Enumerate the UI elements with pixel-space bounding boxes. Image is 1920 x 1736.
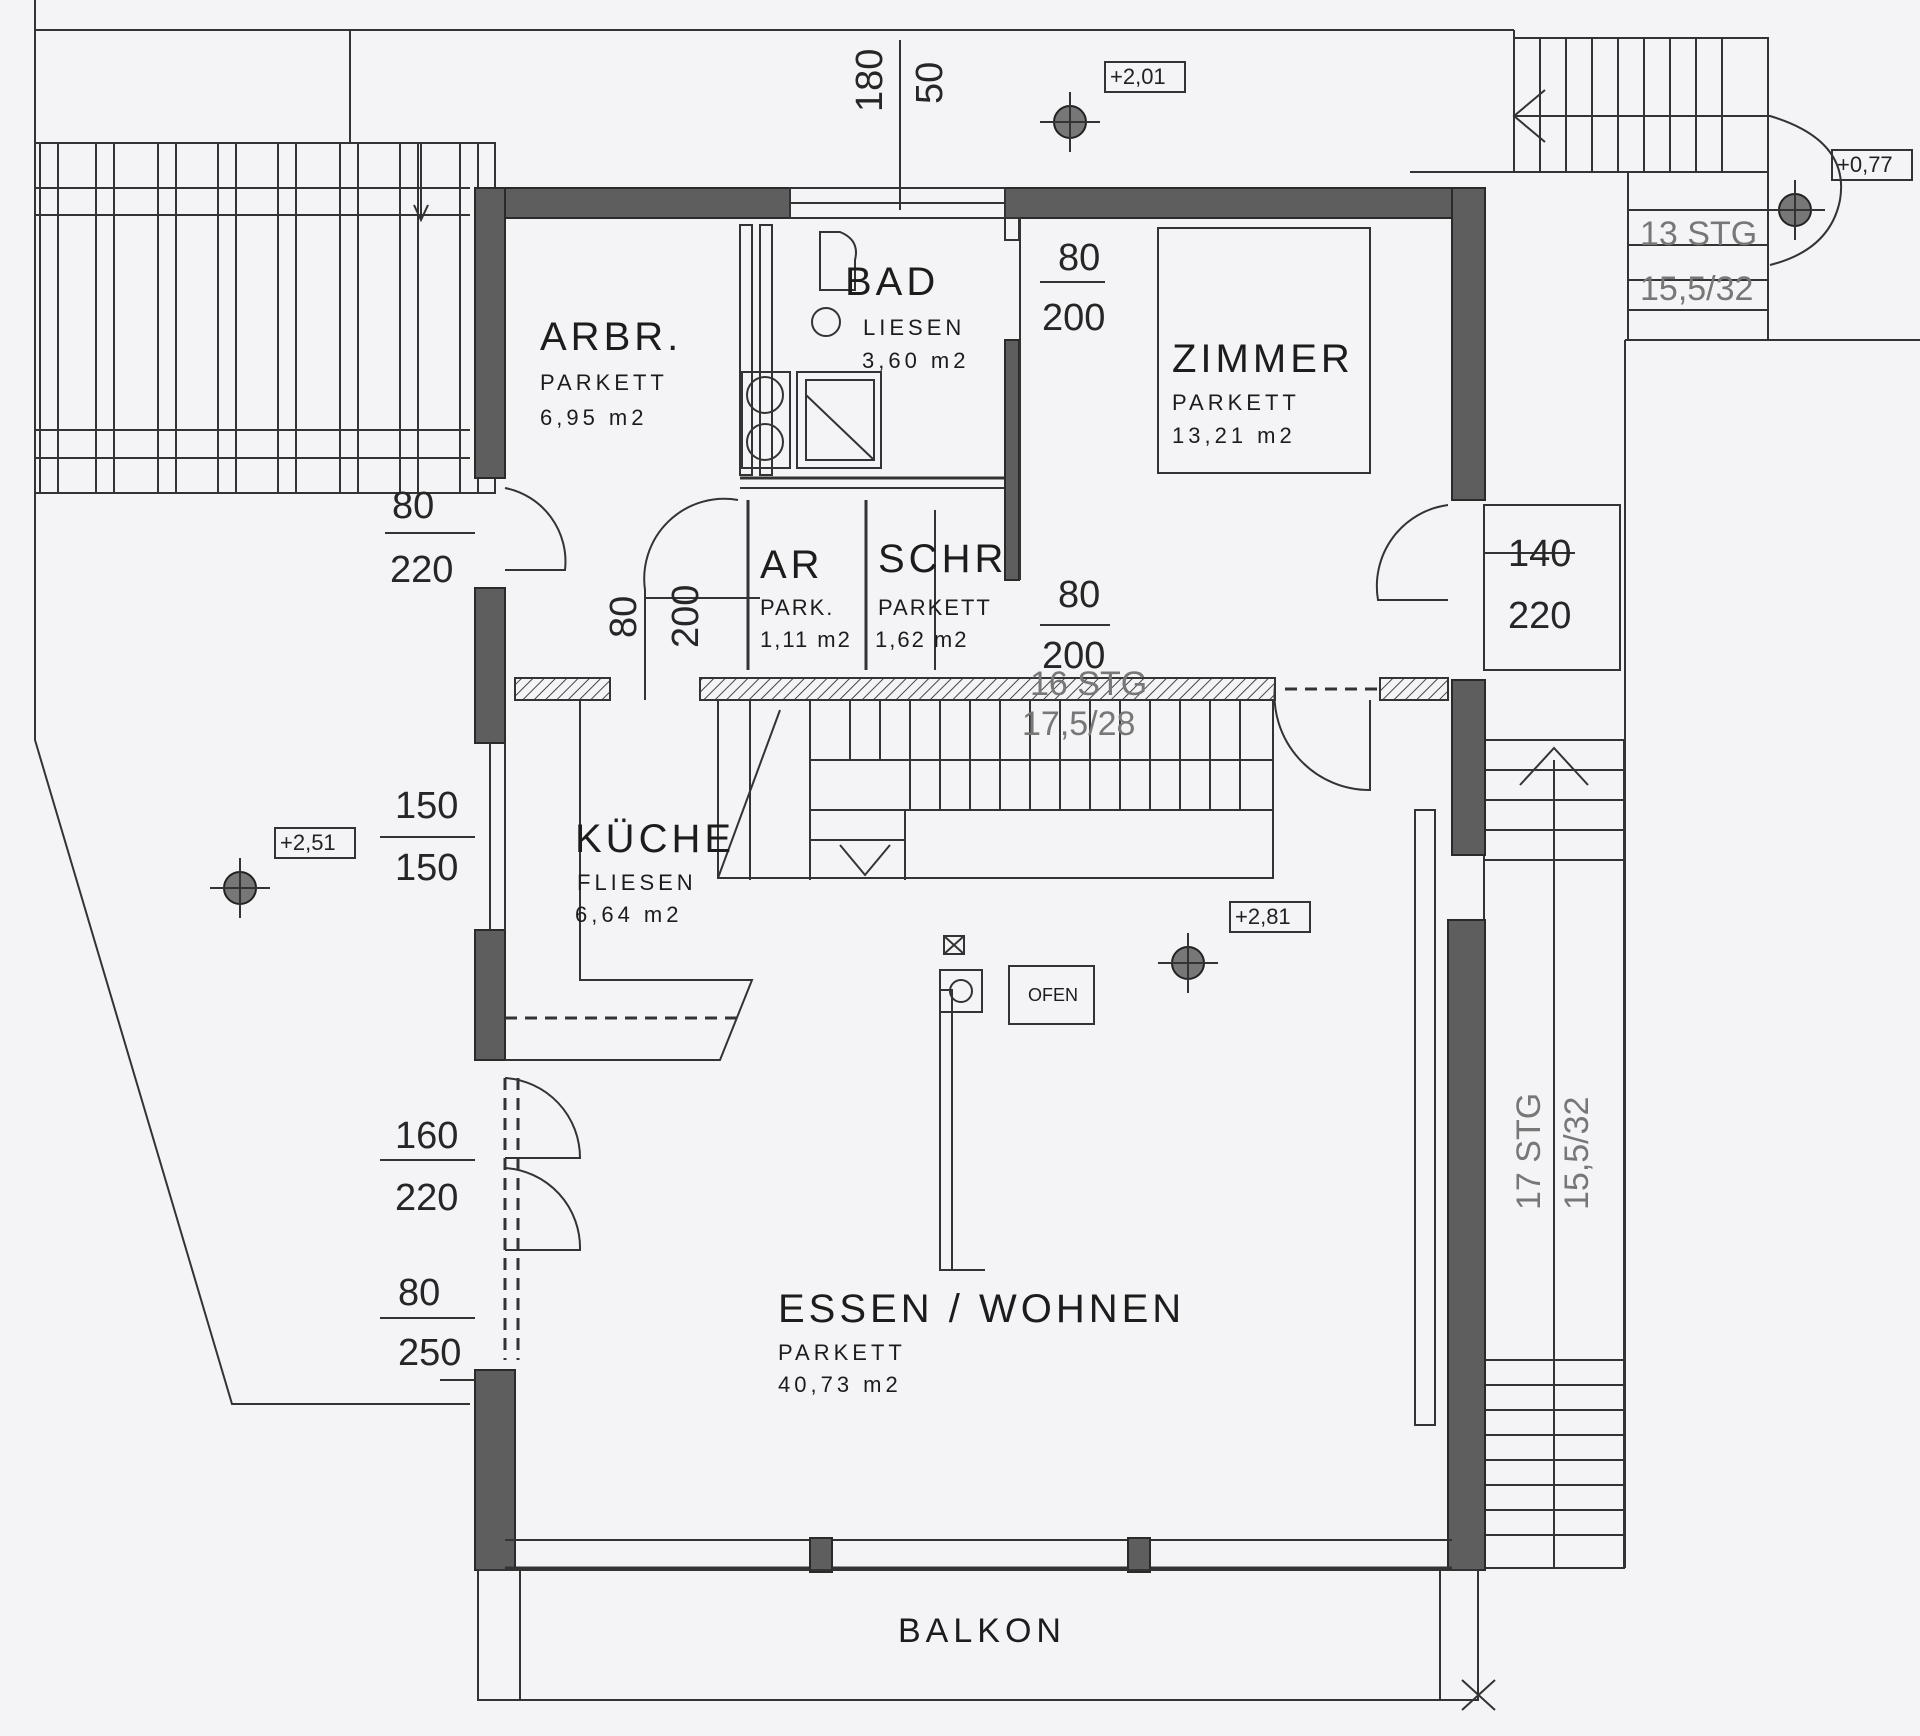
room-arbr-area: 6,95 m2 <box>540 405 648 430</box>
kitchen-counter <box>505 700 754 1061</box>
room-kueche-name: KÜCHE <box>575 817 735 861</box>
room-zimmer-name: ZIMMER <box>1172 337 1354 381</box>
stair-center-ratio: 17,5/28 <box>1022 705 1135 743</box>
room-bad-name: BAD <box>845 260 939 304</box>
chimney <box>939 935 983 1013</box>
dim-left-door-80: 80 <box>392 485 434 527</box>
room-ar-floor: PARK. <box>760 595 834 620</box>
level-left-label: +2,51 <box>280 830 336 855</box>
room-bad: BAD LIESEN 3,60 m2 <box>845 260 970 373</box>
room-kueche-floor: FLIESEN <box>577 870 697 895</box>
dim-zimmer-140: 140 <box>1508 533 1571 575</box>
dim-bad-200: 200 <box>1042 297 1105 339</box>
pergola <box>34 142 496 494</box>
stair-right-ratio: 15,5/32 <box>1558 1097 1596 1210</box>
dim-door-220: 220 <box>395 1177 458 1219</box>
stair-top-right <box>1512 37 1843 341</box>
room-schr-area: 1,62 m2 <box>875 627 969 652</box>
room-ar-name: AR <box>760 543 824 587</box>
dim-door-250: 250 <box>398 1332 461 1374</box>
level-top-label: +2,01 <box>1110 64 1166 89</box>
stair-right-steps: 17 STG <box>1510 1093 1548 1210</box>
dimension-lines <box>380 281 1575 1381</box>
bath-fixtures <box>741 231 882 469</box>
zimmer-door-box <box>1483 504 1621 671</box>
room-balkon-name: BALKON <box>898 1612 1066 1650</box>
room-schr: SCHR PARKETT 1,62 m2 <box>875 537 1007 652</box>
ofen-box: OFEN <box>1008 965 1095 1025</box>
stair-top-right-steps: 13 STG <box>1640 215 1757 253</box>
dim-door-80: 80 <box>398 1272 440 1314</box>
dim-schr-200: 200 <box>1042 635 1105 677</box>
room-arbr-floor: PARKETT <box>540 370 668 395</box>
room-essen-floor: PARKETT <box>778 1340 906 1365</box>
balkon <box>477 1537 1496 1711</box>
room-bad-floor: LIESEN <box>863 315 965 340</box>
dim-window-150b: 150 <box>395 847 458 889</box>
room-essen-area: 40,73 m2 <box>778 1372 902 1397</box>
doors <box>503 487 1449 1360</box>
level-center-label: +2,81 <box>1235 904 1291 929</box>
room-zimmer: ZIMMER PARKETT 13,21 m2 <box>1172 337 1354 448</box>
dim-window-150a: 150 <box>395 785 458 827</box>
dim-top-50: 50 <box>909 62 951 104</box>
dim-ar-200: 200 <box>665 585 707 648</box>
level-marker-top-right: +0,77 <box>1765 149 1913 240</box>
dim-top-180: 180 <box>849 49 891 112</box>
stair-center <box>717 699 1274 880</box>
room-ar-area: 1,11 m2 <box>760 627 852 652</box>
room-zimmer-area: 13,21 m2 <box>1172 423 1296 448</box>
room-arbr: ARBR. PARKETT 6,95 m2 <box>540 315 682 430</box>
level-marker-center: +2,81 <box>1158 901 1311 993</box>
level-top-right-label: +0,77 <box>1837 152 1893 177</box>
room-arbr-name: ARBR. <box>540 315 682 359</box>
dim-zimmer-220: 220 <box>1508 595 1571 637</box>
interior-walls <box>514 217 1449 701</box>
room-essen-name: ESSEN / WOHNEN <box>778 1287 1185 1331</box>
room-kueche: KÜCHE FLIESEN 6,64 m2 <box>575 817 735 927</box>
dim-bad-80: 80 <box>1058 237 1100 279</box>
ofen-label: OFEN <box>1028 985 1078 1005</box>
room-ar: AR PARK. 1,11 m2 <box>760 543 852 652</box>
room-kueche-area: 6,64 m2 <box>575 902 683 927</box>
dim-ar-80: 80 <box>603 596 645 638</box>
dim-door-160: 160 <box>395 1115 458 1157</box>
exterior-walls <box>474 187 1486 1571</box>
level-marker-top: +2,01 <box>1040 61 1186 152</box>
stair-center-steps: 16 STG <box>1030 665 1147 703</box>
room-zimmer-floor: PARKETT <box>1172 390 1300 415</box>
stair-top-right-ratio: 15,5/32 <box>1640 270 1753 308</box>
room-schr-floor: PARKETT <box>878 595 992 620</box>
dim-schr-80: 80 <box>1058 574 1100 616</box>
living-wall <box>939 809 1436 1426</box>
room-bad-area: 3,60 m2 <box>862 348 970 373</box>
room-essen: ESSEN / WOHNEN PARKETT 40,73 m2 <box>778 1287 1185 1397</box>
level-marker-left: +2,51 <box>210 827 356 918</box>
room-schr-name: SCHR <box>878 537 1007 581</box>
dim-left-door-220: 220 <box>390 549 453 591</box>
